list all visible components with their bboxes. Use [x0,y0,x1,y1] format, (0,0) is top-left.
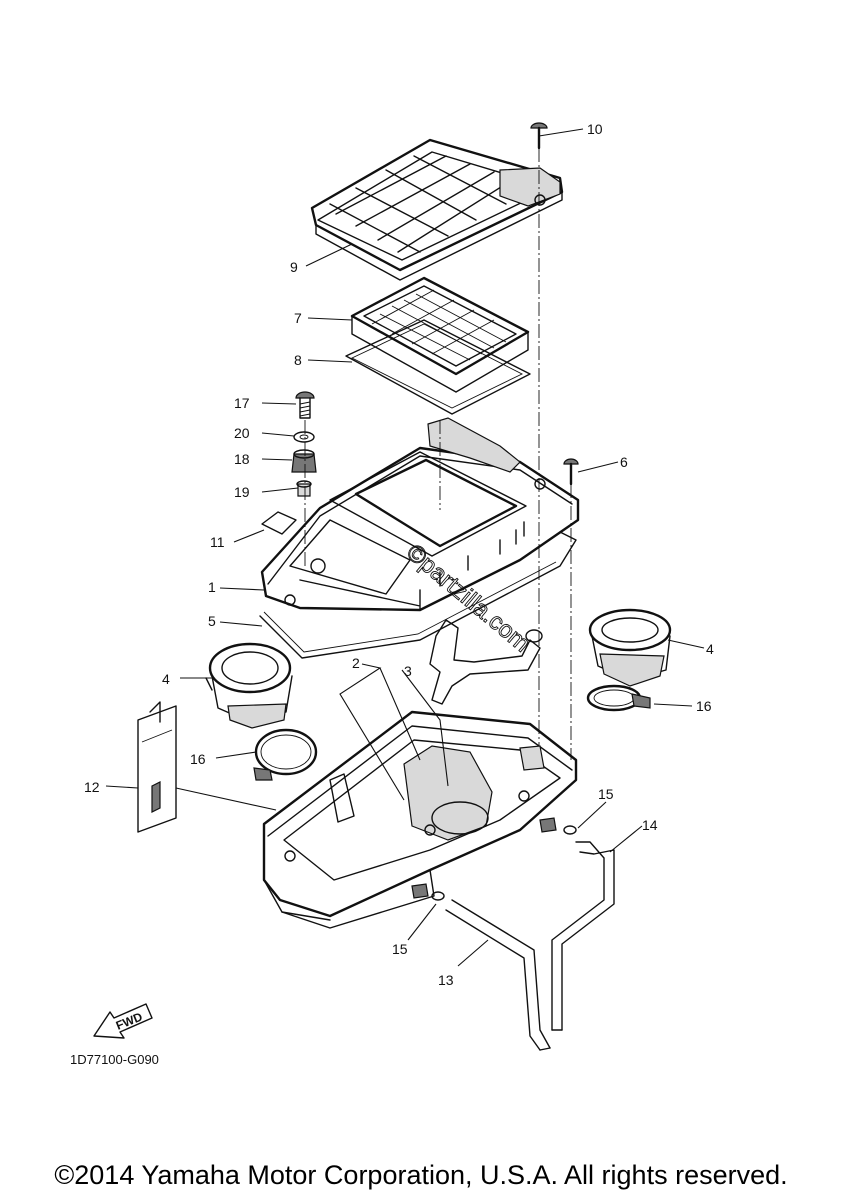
callout-12: 12 [84,779,100,795]
callout-6: 6 [620,454,628,470]
part-12-element [137,701,177,833]
part-10-screw [530,122,548,150]
callout-15-right: 15 [598,786,614,802]
callout-15-left: 15 [392,941,408,957]
part-19-collar [296,480,312,497]
part-16-clamp-left [253,728,318,781]
part-18-grommet [291,449,317,473]
part-13-hose [445,899,551,1051]
callout-10: 10 [587,121,603,137]
callout-11: 11 [210,534,225,550]
leader-lines [105,128,705,967]
callout-5: 5 [208,613,216,629]
callout-19: 19 [234,484,250,500]
part-15-clip-left [411,883,445,901]
part-16-clamp-right [586,684,651,712]
part-4-joint-right [588,608,672,687]
part-5-gasket [259,531,577,659]
callout-4-left: 4 [162,671,170,687]
callout-16-left: 16 [190,751,206,767]
part-1-filter-case-upper [260,417,580,612]
callout-17: 17 [234,395,250,411]
callout-16-right: 16 [696,698,712,714]
part-7-filter-element [350,276,530,393]
part-15-clip-right [539,817,577,835]
part-6-screw [563,458,579,486]
callout-18: 18 [234,451,250,467]
part-14-hose [551,841,615,1031]
callout-3: 3 [404,663,412,679]
drawing-code: 1D77100-G090 [70,1052,159,1067]
copyright-notice: ©2014 Yamaha Motor Corporation, U.S.A. A… [54,1160,788,1190]
part-4-joint-left [205,642,293,729]
callout-8: 8 [294,352,302,368]
callout-9: 9 [290,259,298,275]
part-8-seal [345,319,531,415]
callout-20: 20 [234,425,250,441]
part-3-hose [429,619,543,705]
callout-7: 7 [294,310,302,326]
callout-2: 2 [352,655,360,671]
callout-4-right: 4 [706,641,714,657]
part-9-filter-cover [310,138,564,281]
fwd-label: FWD [114,1009,145,1032]
callout-1: 1 [208,579,216,595]
part-2-filter-case-lower [262,710,578,929]
callout-13: 13 [438,972,454,988]
callout-labels: 10 9 7 8 17 20 18 6 19 11 1 5 4 2 3 4 16… [84,121,714,988]
part-20-washer [293,431,315,443]
callout-14: 14 [642,817,658,833]
part-17-bolt [295,391,315,419]
part-11-label [261,511,297,535]
fwd-arrow-icon: FWD [93,1003,153,1039]
